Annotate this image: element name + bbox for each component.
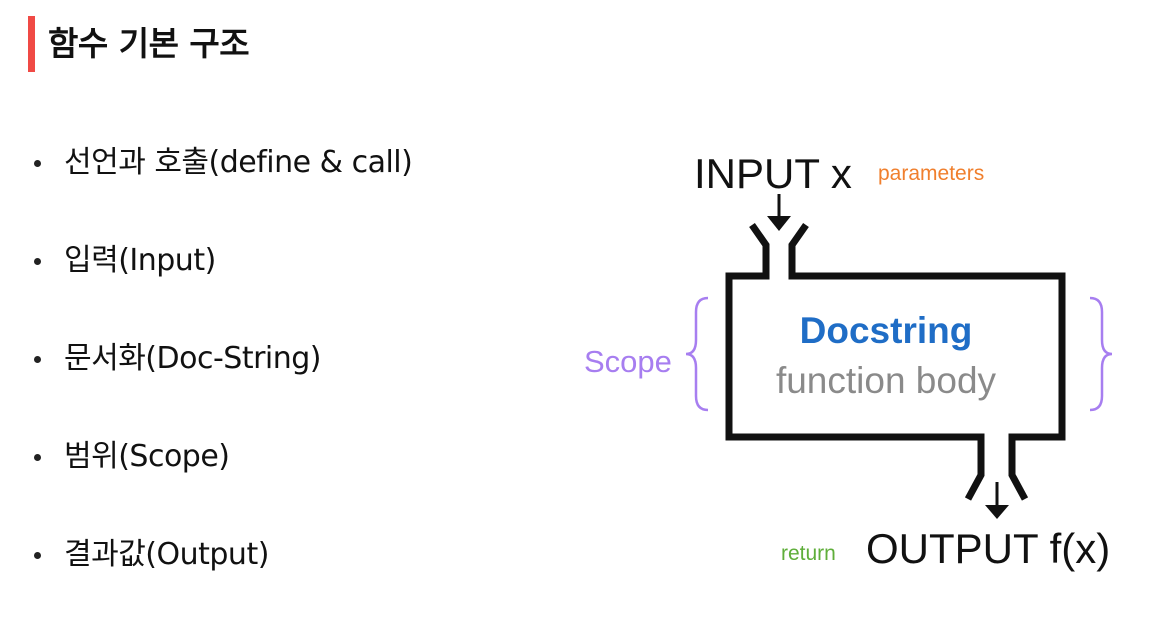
title-accent-bar (28, 16, 35, 72)
bullet-item-define-call: 선언과 호출(define & call) (34, 130, 413, 228)
bullet-item-input: 입력(Input) (34, 228, 412, 326)
bullet-dot-icon (34, 454, 41, 461)
output-arrow-icon (985, 482, 1009, 519)
bullet-dot-icon (34, 258, 41, 265)
output-label: OUTPUT f(x) (866, 525, 1110, 572)
bullet-label: 입력(Input) (64, 243, 216, 278)
bullet-item-scope: 범위(Scope) (34, 424, 412, 522)
input-arrow-icon (767, 194, 791, 231)
function-box-outline (725, 222, 1066, 501)
bullet-label: 결과값(Output) (64, 537, 269, 572)
parameters-label: parameters (878, 162, 984, 185)
docstring-label: Docstring (800, 310, 973, 351)
return-label: return (781, 542, 836, 565)
bullet-label: 선언과 호출(define & call) (64, 145, 413, 180)
bullet-list: 선언과 호출(define & call) 입력(Input) 문서화(Doc-… (34, 130, 413, 620)
function-structure-diagram: INPUT x parameters Docstring function bo… (584, 150, 1113, 572)
page-title: 함수 기본 구조 (48, 24, 250, 63)
bullet-item-docstring: 문서화(Doc-String) (34, 326, 412, 424)
bullet-label: 범위(Scope) (64, 439, 230, 474)
function-body-label: function body (776, 360, 997, 401)
scope-left-brace-icon (685, 296, 709, 412)
scope-label: Scope (584, 344, 672, 379)
bullet-dot-icon (34, 552, 41, 559)
input-label: INPUT x (694, 150, 852, 197)
bullet-label: 문서화(Doc-String) (64, 341, 322, 376)
scope-right-brace-icon (1089, 296, 1113, 412)
bullet-dot-icon (34, 160, 41, 167)
bullet-dot-icon (34, 356, 41, 363)
bullet-item-output: 결과값(Output) (34, 522, 412, 620)
